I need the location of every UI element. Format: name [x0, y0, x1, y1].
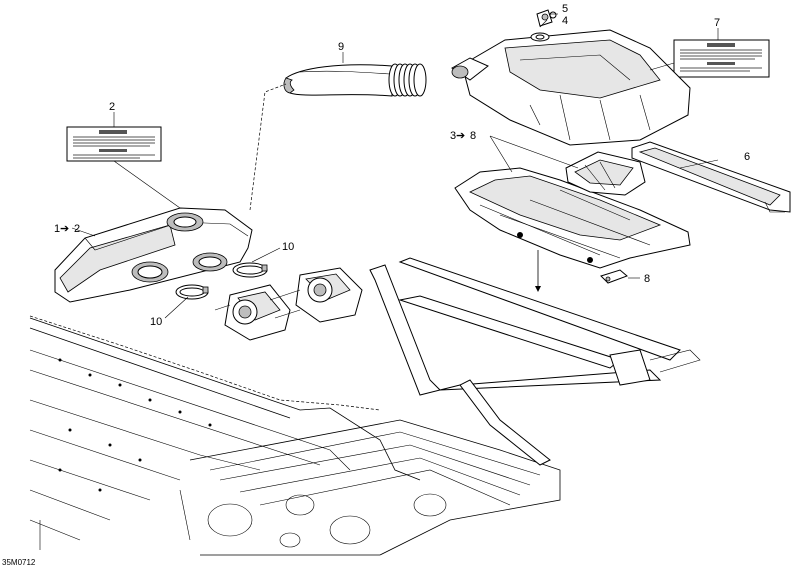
chassis-frame — [29, 315, 561, 556]
carburetors — [214, 267, 363, 341]
air-silencer-lower-body — [54, 207, 253, 303]
callout-4: 4 — [562, 15, 568, 27]
callout-3-range: 8 — [470, 130, 476, 142]
filter-panel-6 — [631, 141, 791, 213]
leader-lines — [71, 13, 719, 319]
frame-support-bar — [369, 257, 701, 466]
callout-3: 3 — [450, 130, 456, 142]
washer-4 — [530, 32, 550, 42]
callout-6: 6 — [744, 151, 750, 163]
document-id: 35M0712 — [2, 558, 36, 567]
callout-2: 2 — [109, 101, 115, 113]
air-silencer-base — [454, 167, 691, 292]
callout-9: 9 — [338, 41, 344, 53]
clip-8 — [600, 269, 628, 284]
callout-7: 7 — [714, 17, 720, 29]
callout-10-lower: 10 — [150, 316, 162, 328]
fitting-5 — [536, 9, 557, 27]
callout-8: 8 — [644, 273, 650, 285]
callout-1: 1 — [54, 223, 60, 235]
callout-5: 5 — [562, 3, 568, 15]
intake-duct — [565, 151, 646, 196]
callout-1-arrow: ➔ — [60, 223, 69, 235]
intake-hose — [283, 63, 427, 97]
hose-corrugation — [388, 63, 427, 97]
callout-10-upper: 10 — [282, 241, 294, 253]
caution-label-7 — [673, 39, 770, 78]
callout-1-range: 2 — [74, 223, 80, 235]
air-silencer-top-cover — [451, 29, 691, 146]
callout-3-arrow: ➔ — [456, 130, 465, 142]
hose-clamps — [175, 262, 268, 300]
caution-label-2 — [66, 126, 162, 162]
